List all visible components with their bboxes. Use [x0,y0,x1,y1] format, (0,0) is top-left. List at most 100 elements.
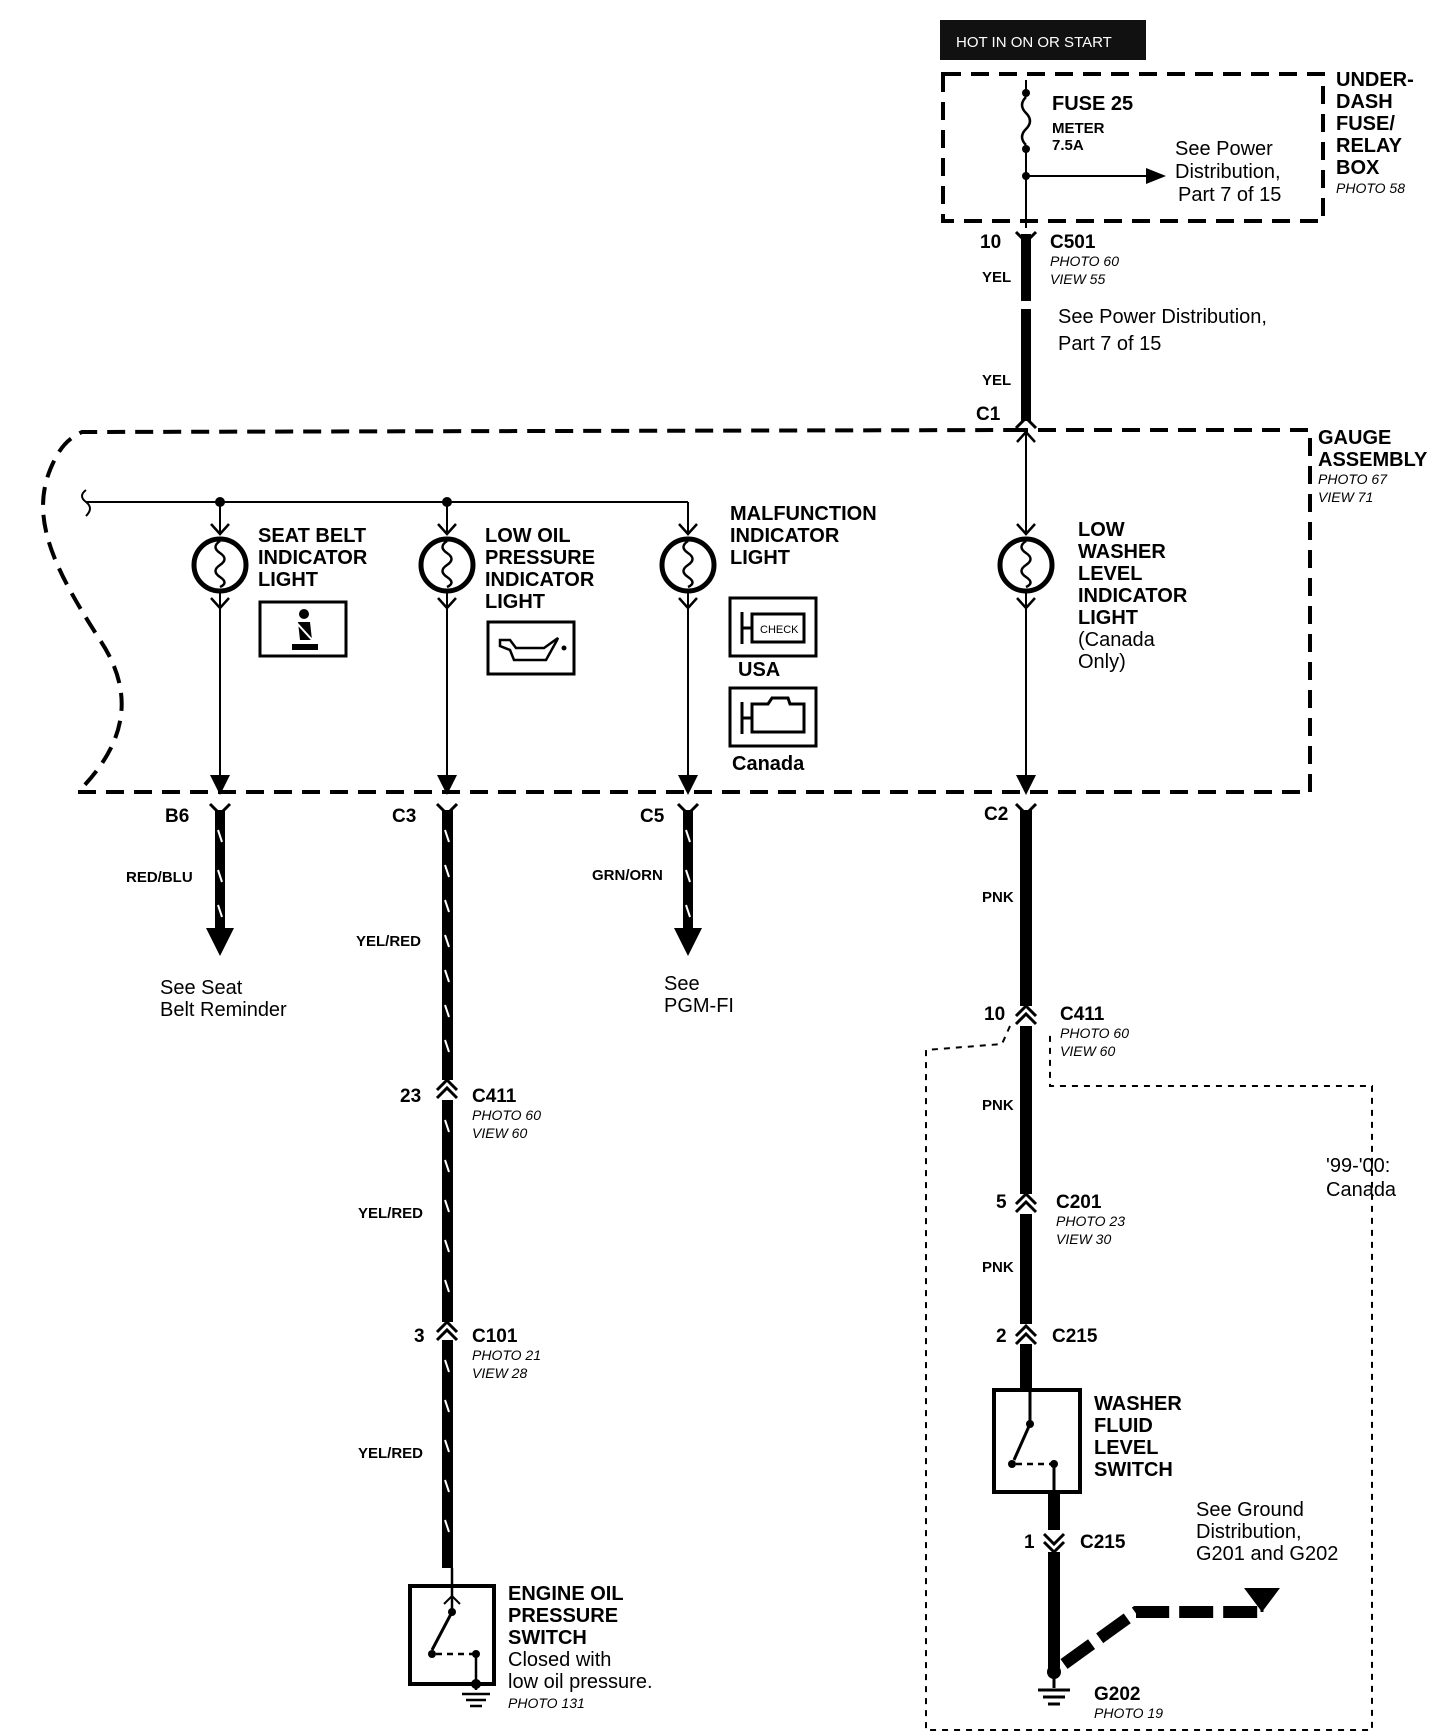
g202-photo: PHOTO 19 [1094,1705,1163,1721]
c5-wire-stripes [685,829,691,918]
c101-connector-icon [435,1319,459,1342]
oil-switch-name-3: SWITCH [508,1627,587,1649]
c215-top-connector-icon [1014,1323,1038,1346]
g202-name: G202 [1094,1684,1140,1705]
fuse-box-name-4: RELAY [1336,135,1403,157]
malfunction-variant-canada: Canada [732,753,805,775]
supply-see-note-1: See Power Distribution, [1058,306,1267,328]
gauge-assembly-name-1: GAUGE [1318,427,1391,449]
b6-connector-label: B6 [165,806,189,827]
c5-arrow-icon [674,928,702,956]
b6-wire [215,810,225,930]
c1-connector-icon [1014,415,1038,430]
ground-note-3: G201 and G202 [1196,1543,1338,1565]
gauge-assembly-view: VIEW 71 [1318,489,1373,505]
washer-wire-2 [1020,1026,1032,1194]
hot-label: HOT IN ON OR START [956,34,1112,51]
c411-washer-photo: PHOTO 60 [1060,1025,1129,1041]
malfunction-label-1: MALFUNCTION [730,503,877,525]
c101-name: C101 [472,1326,518,1347]
low-oil-label-2: PRESSURE [485,547,595,569]
washer-switch-icon [992,1388,1082,1494]
fuse-see-note-1: See Power [1175,138,1273,160]
ground-distribution-icon [1244,1588,1280,1612]
canada-region-note-1: '99-'00: [1326,1155,1390,1177]
seat-belt-lamp-icon [191,502,249,795]
canada-region-note-2: Canada [1326,1179,1397,1201]
supply-wire-lower [1021,309,1031,421]
oil-switch-name-1: ENGINE OIL [508,1583,624,1605]
c5-wire [683,810,693,930]
gauge-assembly-name-2: ASSEMBLY [1318,449,1428,471]
indicator-common-bus [81,489,689,517]
hot-label-box [940,20,1146,60]
c411-oil-connector-icon [435,1077,459,1100]
fuse-circuit: METER [1052,120,1105,137]
oil-switch-name-2: PRESSURE [508,1605,618,1627]
c411-washer-view: VIEW 60 [1060,1043,1115,1059]
gauge-assembly-photo: PHOTO 67 [1318,471,1388,487]
fuse-box-photo: PHOTO 58 [1336,180,1405,196]
fuse-25-icon [1020,80,1166,228]
low-oil-label-4: LIGHT [485,591,545,613]
canada-region-outline [925,1025,1373,1731]
b6-wire-color: RED/BLU [126,869,193,886]
c411-oil-photo: PHOTO 60 [472,1107,541,1123]
c411-oil-name: C411 [472,1086,517,1107]
c411-washer-name: C411 [1060,1004,1105,1025]
c5-see-1: See [664,973,700,995]
oil-switch-photo: PHOTO 131 [508,1695,585,1711]
c215-top-name: C215 [1052,1326,1098,1347]
g202-ground-icon [1038,1665,1070,1706]
washer-wire-2-color: PNK [982,1097,1014,1114]
low-washer-lamp-icon [997,430,1055,795]
seat-belt-label-3: LIGHT [258,569,318,591]
washer-wire-5 [1048,1494,1060,1530]
c411-washer-pin: 10 [984,1004,1005,1025]
check-engine-text: CHECK [760,624,799,636]
supply-wire-upper [1021,234,1031,301]
c501-name: C501 [1050,232,1096,253]
washer-switch-name-2: FLUID [1094,1415,1153,1437]
oil-can-symbol-icon [486,620,576,676]
seat-belt-label-2: INDICATOR [258,547,368,569]
c101-photo: PHOTO 21 [472,1347,541,1363]
c501-pin: 10 [980,232,1001,253]
b6-see-2: Belt Reminder [160,999,287,1021]
fuse-rating: 7.5A [1052,137,1084,154]
c215-bottom-pin: 1 [1024,1532,1035,1553]
gauge-assembly-outline [41,428,1312,794]
c215-bottom-name: C215 [1080,1532,1126,1553]
oil-switch-desc-2: low oil pressure. [508,1671,653,1693]
washer-wire-3 [1020,1214,1032,1324]
c2-connector-label: C2 [984,804,1008,825]
low-oil-lamp-icon [418,502,476,795]
c501-photo: PHOTO 60 [1050,253,1119,269]
check-engine-canada-icon [728,686,818,748]
low-oil-label-1: LOW OIL [485,525,571,547]
oil-wire-2-color: YEL/RED [358,1205,423,1222]
washer-wire-6 [1048,1552,1060,1668]
washer-switch-name-3: LEVEL [1094,1437,1158,1459]
c101-pin: 3 [414,1326,425,1347]
malfunction-lamp-icon [659,512,717,795]
low-washer-label-7: Only) [1078,651,1126,673]
b6-arrow-icon [206,928,234,956]
c215-bottom-connector-icon [1042,1532,1066,1555]
oil-wire-2 [442,1100,453,1322]
malfunction-variant-usa: USA [738,659,780,681]
fuse-see-note-3: Part 7 of 15 [1178,184,1281,206]
c201-photo: PHOTO 23 [1056,1213,1125,1229]
c201-connector-icon [1014,1191,1038,1214]
b6-see-1: See Seat [160,977,243,999]
malfunction-label-3: LIGHT [730,547,790,569]
washer-wire-3-color: PNK [982,1259,1014,1276]
supply-wire-color-top: YEL [982,269,1011,286]
c215-top-pin: 2 [996,1326,1007,1347]
oil-switch-desc-1: Closed with [508,1649,611,1671]
supply-wire-color-bottom: YEL [982,372,1011,389]
oil-wire-3-color: YEL/RED [358,1445,423,1462]
c201-name: C201 [1056,1192,1102,1213]
fuse-box-name-5: BOX [1336,157,1380,179]
seat-belt-symbol-icon [258,600,348,658]
